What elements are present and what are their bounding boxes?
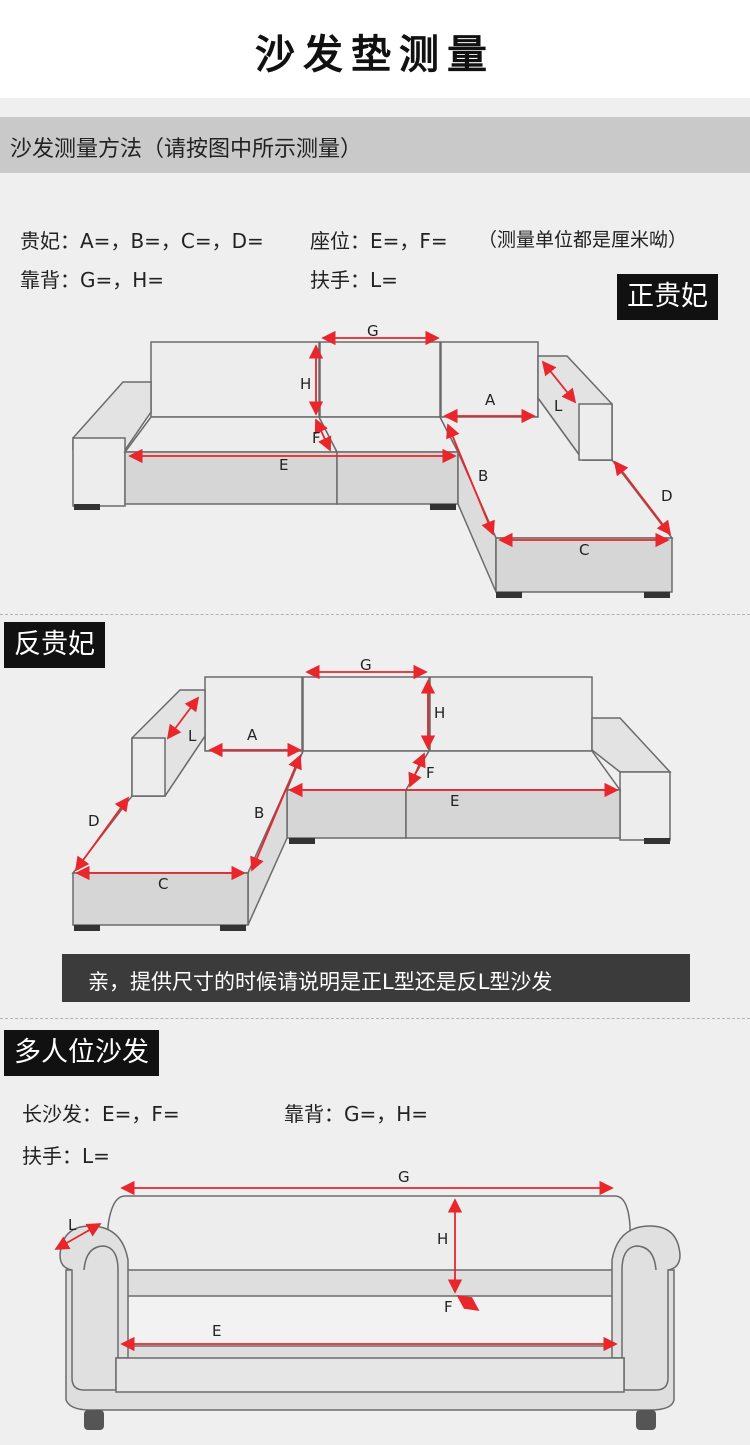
page-title: 沙发垫测量	[255, 32, 495, 78]
label-b: B	[478, 467, 488, 485]
divider-1	[0, 614, 750, 615]
method-bar: 沙发测量方法（请按图中所示测量）	[0, 117, 750, 173]
label-b-2: B	[254, 804, 264, 822]
label-e: E	[279, 456, 288, 474]
label-d-2: D	[88, 812, 100, 830]
feet	[74, 504, 670, 598]
back-params: 靠背：G=，H=	[20, 268, 165, 292]
left-l-tag: 反贵妃	[4, 622, 105, 668]
label-f-3: F	[444, 1298, 453, 1316]
seat-top-right	[317, 416, 460, 453]
label-f-2: F	[426, 764, 435, 782]
label-d: D	[661, 487, 673, 505]
label-c-2: C	[158, 875, 168, 893]
arm-left	[72, 437, 126, 507]
notice-banner: 亲，提供尺寸的时候请说明是正L型还是反L型沙发	[62, 954, 690, 1002]
label-l-2: L	[188, 727, 197, 745]
left-l-sofa-diagram: G H F E A L B D C	[71, 656, 672, 931]
multi-back-params: 靠背：G=，H=	[284, 1102, 429, 1126]
arm-right	[578, 403, 613, 461]
label-c: C	[579, 541, 589, 559]
label-g-3: G	[398, 1168, 410, 1186]
label-f: F	[312, 429, 321, 447]
right-l-tag: 正贵妃	[617, 274, 718, 320]
seat-params: 座位：E=，F=	[310, 229, 448, 253]
label-a-2: A	[247, 726, 258, 744]
long-sofa-params: 长沙发：E=，F=	[22, 1102, 180, 1126]
label-e-2: E	[450, 792, 459, 810]
unit-note: （测量单位都是厘米呦）	[478, 229, 688, 251]
label-h-2: H	[434, 704, 445, 722]
right-l-sofa-diagram: G H F E A L B D C	[72, 322, 674, 598]
label-g-2: G	[360, 656, 372, 674]
arm-params: 扶手：L=	[310, 268, 398, 292]
label-h-3: H	[437, 1230, 448, 1248]
multi-seat-tag: 多人位沙发	[4, 1030, 159, 1076]
method-heading: 沙发测量方法（请按图中所示测量）	[10, 137, 363, 162]
label-l: L	[554, 397, 563, 415]
seat-top-left	[123, 416, 339, 453]
label-l-3: L	[68, 1216, 77, 1234]
label-a: A	[485, 391, 496, 409]
label-h: H	[300, 375, 311, 393]
multi-seat-sofa-diagram: G H F E L	[54, 1168, 681, 1430]
chaise-params: 贵妃：A=，B=，C=，D=	[20, 229, 264, 253]
backrest-middle	[319, 341, 441, 418]
label-g: G	[367, 322, 379, 340]
title-band	[0, 0, 750, 98]
divider-2	[0, 1018, 750, 1019]
notice-text: 亲，提供尺寸的时候请说明是正L型还是反L型沙发	[88, 970, 553, 994]
label-e-3: E	[212, 1322, 221, 1340]
backrest-left	[150, 341, 320, 418]
multi-arm-params: 扶手：L=	[22, 1144, 110, 1168]
